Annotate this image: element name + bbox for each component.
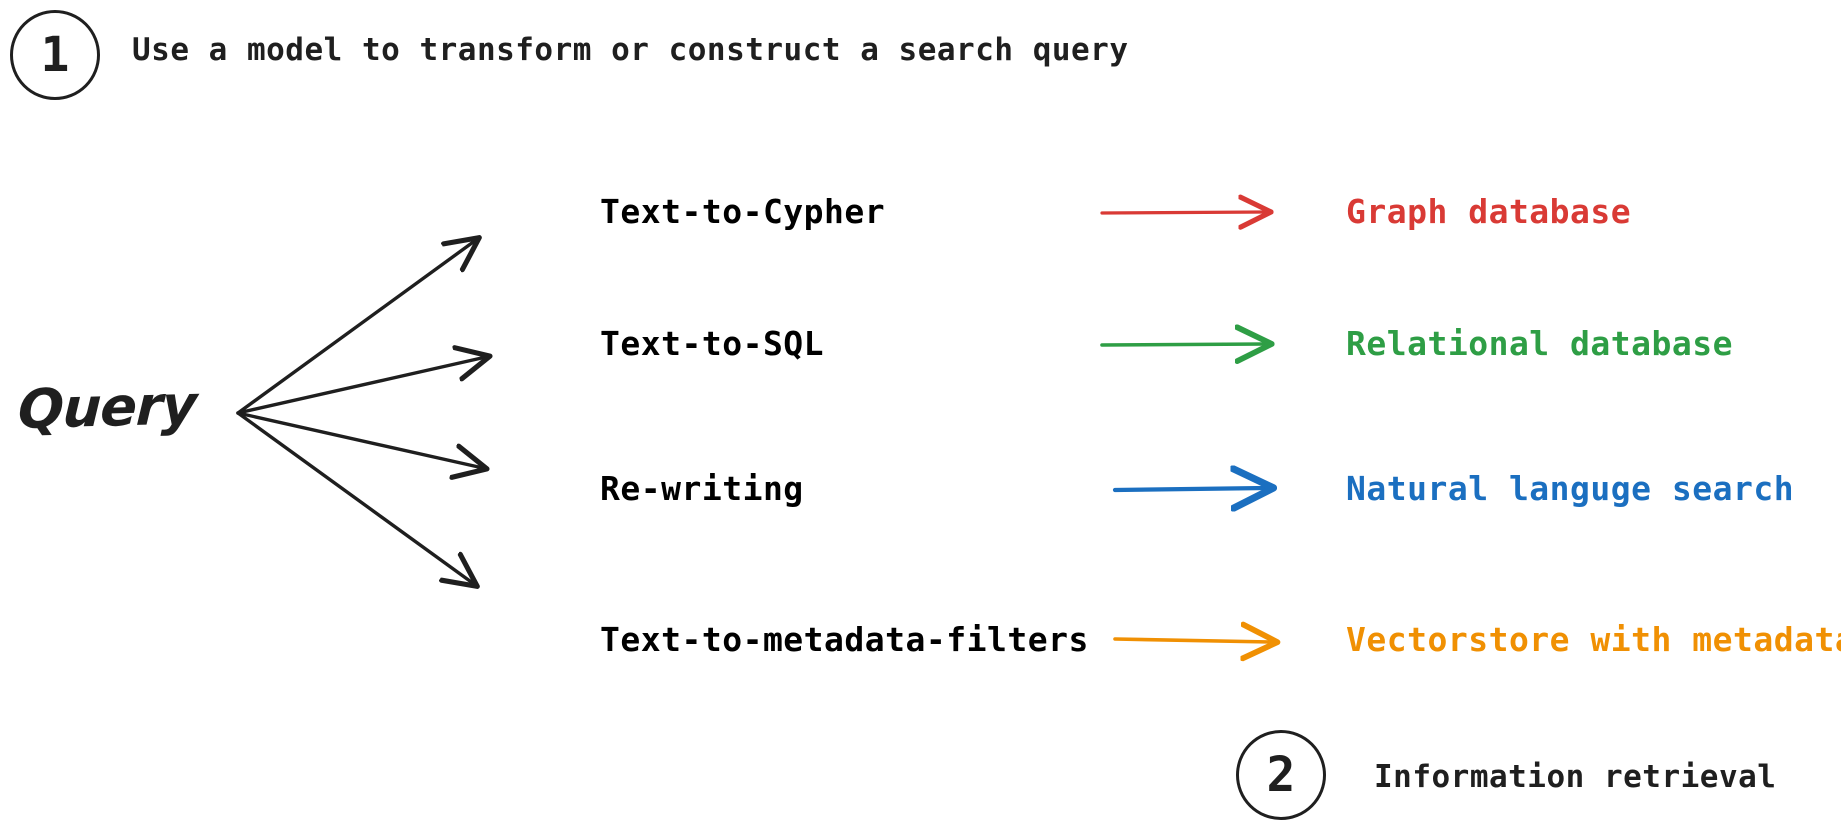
branch-arrow-3 — [236, 411, 483, 468]
method-label-text-to-sql: Text-to-SQL — [600, 324, 825, 363]
target-label-relational-database: Relational database — [1346, 324, 1733, 363]
step-1-badge: 1 — [10, 10, 100, 100]
step-1-number: 1 — [40, 27, 70, 83]
connector-arrow-red — [1100, 184, 1300, 240]
flow-row: Text-to-metadata-filters Vectorstore wit… — [0, 612, 1841, 668]
flow-row: Text-to-Cypher Graph database — [0, 184, 1841, 240]
step-2-badge: 2 — [1236, 730, 1326, 820]
step-1-caption: Use a model to transform or construct a … — [132, 32, 1129, 68]
target-label-graph-database: Graph database — [1346, 192, 1632, 231]
connector-arrow-orange — [1113, 612, 1300, 668]
flow-row: Text-to-SQL Relational database — [0, 316, 1841, 372]
connector-arrow-green — [1100, 316, 1300, 372]
target-label-vectorstore-with-metadata: Vectorstore with metadata — [1346, 620, 1841, 659]
method-label-text-to-cypher: Text-to-Cypher — [600, 192, 886, 231]
method-label-text-to-metadata-filters: Text-to-metadata-filters — [600, 620, 1089, 659]
step-2-number: 2 — [1266, 747, 1296, 803]
connector-arrow-blue — [1112, 461, 1300, 517]
step-2-caption: Information retrieval — [1374, 759, 1777, 795]
query-source-label: Query — [16, 373, 198, 441]
target-label-natural-language-search: Natural languge search — [1346, 469, 1795, 508]
flow-row: Re-writing Natural languge search — [0, 461, 1841, 517]
method-label-re-writing: Re-writing — [600, 469, 804, 508]
